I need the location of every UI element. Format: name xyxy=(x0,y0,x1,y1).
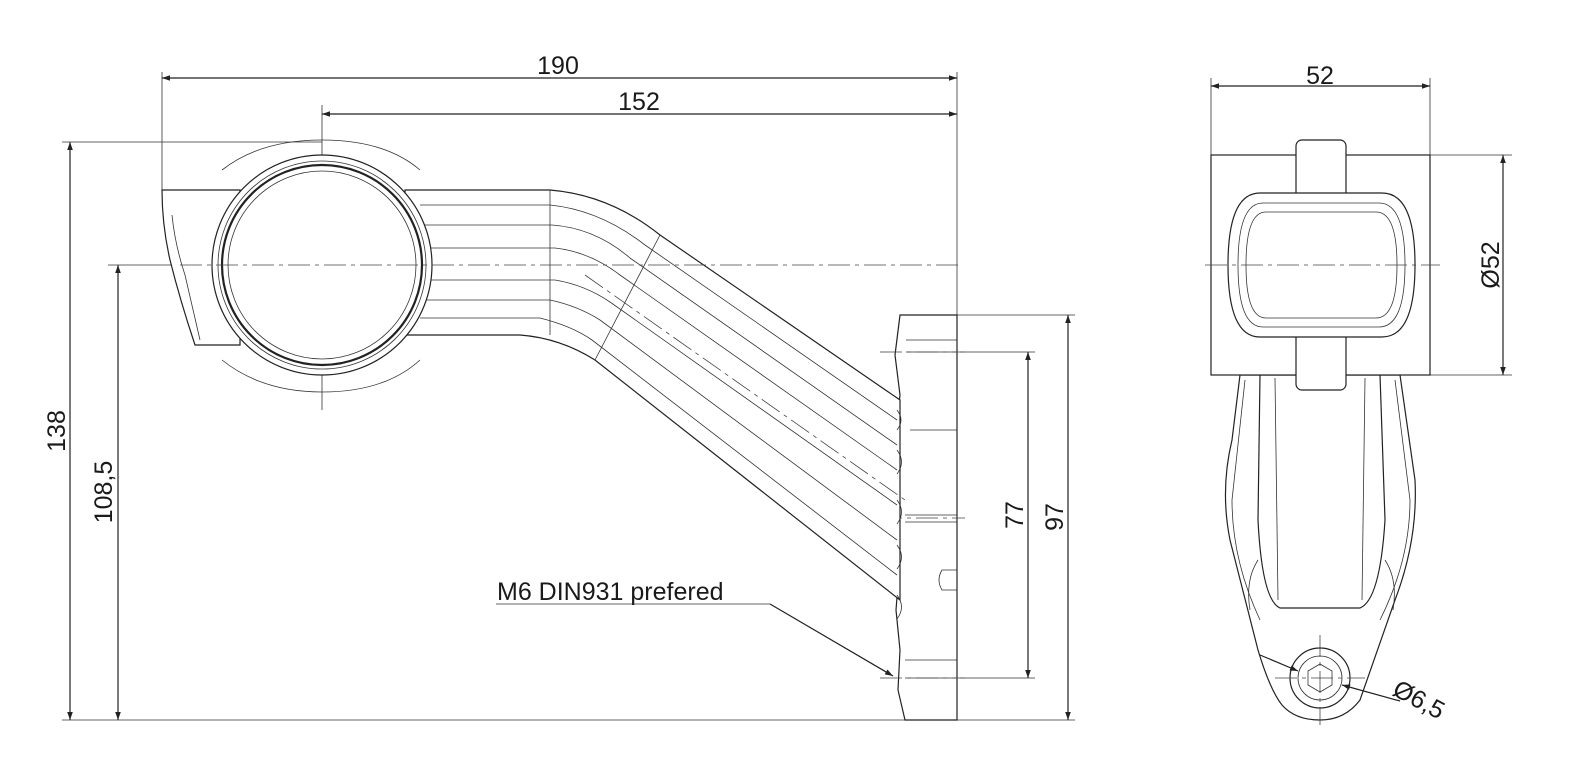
arm xyxy=(404,189,902,620)
dim-overall-width: 190 xyxy=(537,52,579,80)
side-body xyxy=(1224,374,1416,725)
dim-center-height: 108,5 xyxy=(90,461,118,524)
dim-hole-diameter: Ø6,5 xyxy=(1388,675,1449,725)
side-view: 52 Ø52 Ø6,5 xyxy=(1205,62,1512,725)
note-leader xyxy=(496,603,894,677)
dimension-lines-front xyxy=(67,75,1071,720)
dim-lens-diameter: Ø52 xyxy=(1477,241,1505,288)
lamp-head xyxy=(161,139,433,393)
dim-center-to-base: 152 xyxy=(618,88,660,116)
front-view: 190 152 138 108,5 77 97 M6 DIN931 prefer… xyxy=(43,52,1075,721)
dim-base-height: 97 xyxy=(1041,503,1069,531)
dim-side-width: 52 xyxy=(1306,62,1334,90)
dim-bolt-spacing: 77 xyxy=(1001,501,1029,529)
bolt-note: M6 DIN931 prefered xyxy=(497,578,724,606)
side-head xyxy=(1205,139,1440,391)
extension-lines-side xyxy=(1210,78,1512,376)
dimension-lines-side xyxy=(1211,83,1506,702)
dim-overall-height: 138 xyxy=(43,410,71,452)
center-line-arm xyxy=(584,274,906,501)
